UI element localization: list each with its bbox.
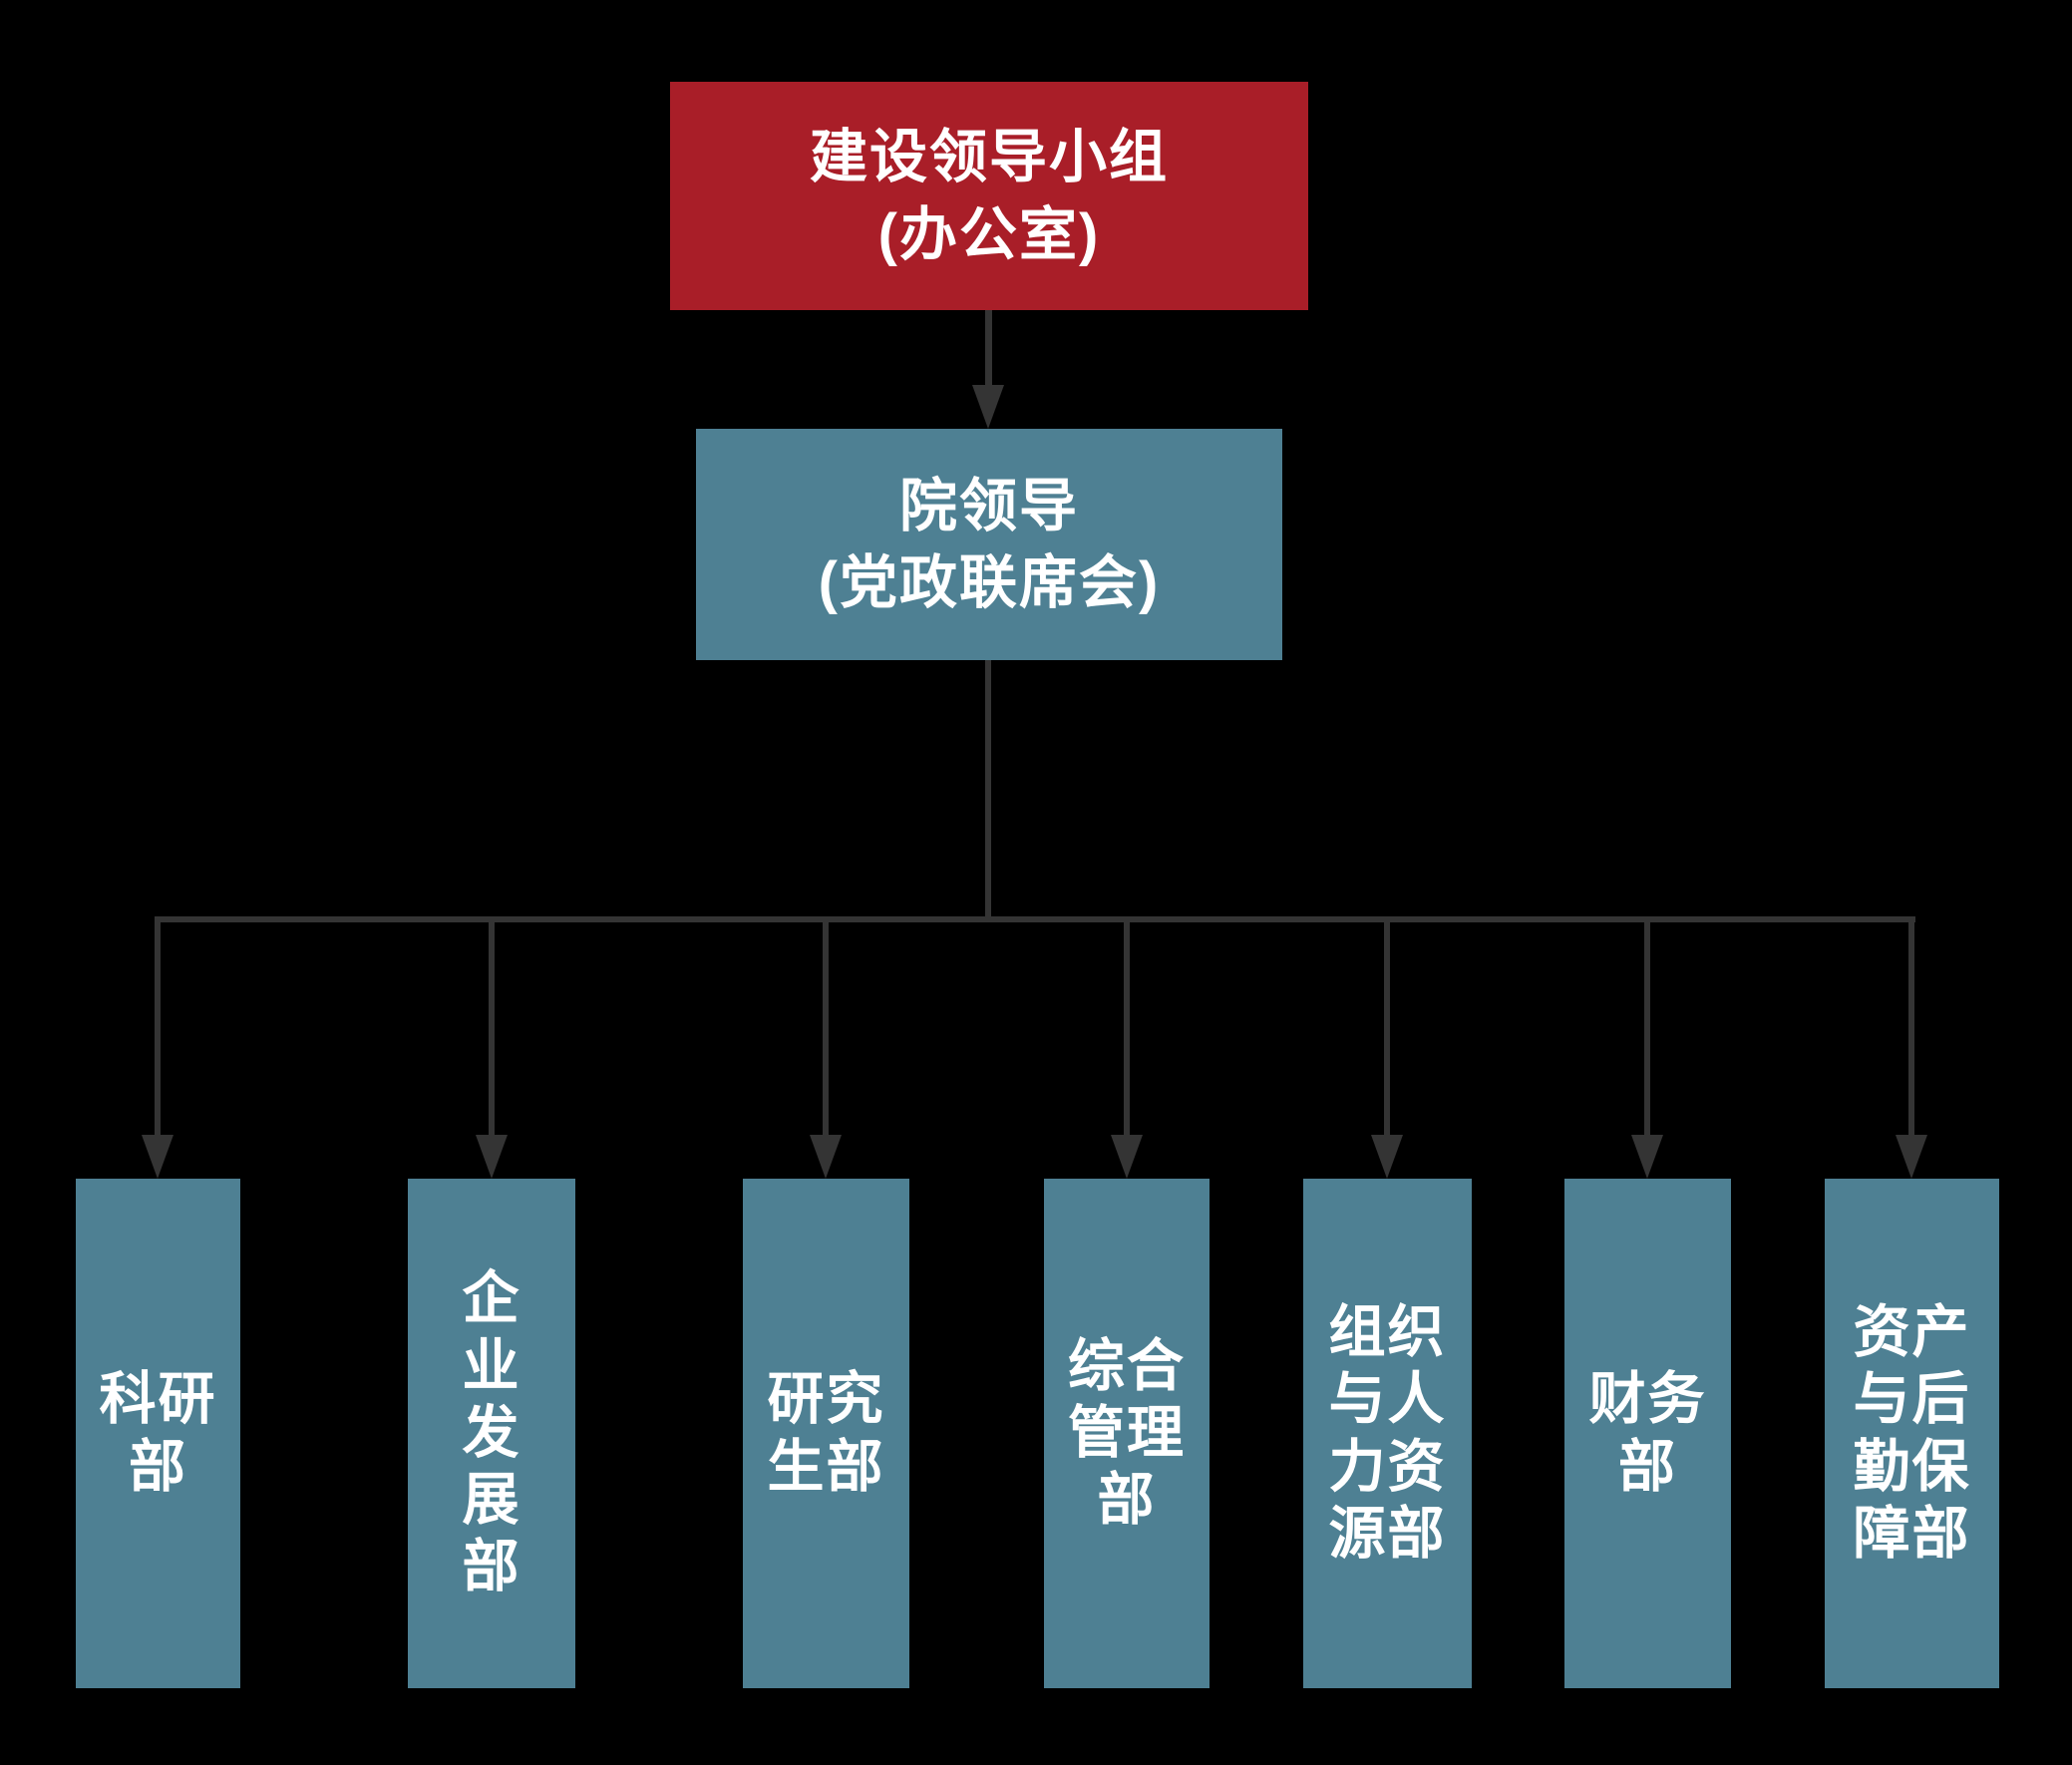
connector-drop-5 [1384, 916, 1390, 1139]
department-box-1-label: 科研 部 [99, 1367, 217, 1499]
arrowhead-icon [1896, 1135, 1927, 1179]
department-box-7: 资产 与后 勤保 障部 [1825, 1179, 1999, 1688]
connector-drop-4 [1124, 916, 1130, 1139]
department-box-4-label: 综合 管理 部 [1068, 1333, 1186, 1533]
leadership-box-label: 院领导 (党政联席会) [818, 473, 1161, 615]
department-box-6: 财务 部 [1564, 1179, 1731, 1688]
connector-drop-7 [1908, 916, 1914, 1139]
department-box-4: 综合 管理 部 [1044, 1179, 1209, 1688]
arrowhead-icon [1631, 1135, 1663, 1179]
connector-root-to-leadership [985, 310, 992, 388]
arrowhead-icon [810, 1135, 842, 1179]
arrowhead-icon [1371, 1135, 1403, 1179]
department-box-3-label: 研究 生部 [767, 1367, 885, 1499]
root-box-label: 建设领导小组 (办公室) [809, 125, 1169, 267]
arrowhead-icon [476, 1135, 508, 1179]
department-box-2: 企 业 发 展 部 [408, 1179, 575, 1688]
department-box-3: 研究 生部 [743, 1179, 909, 1688]
connector-drop-3 [823, 916, 829, 1139]
connector-rail [155, 916, 1915, 922]
arrowhead-icon [972, 385, 1004, 429]
connector-drop-6 [1644, 916, 1650, 1139]
leadership-box: 院领导 (党政联席会) [696, 429, 1282, 660]
department-box-5-label: 组织 与人 力资 源部 [1328, 1300, 1447, 1566]
department-box-2-label: 企 业 发 展 部 [462, 1266, 521, 1599]
connector-drop-2 [489, 916, 495, 1139]
connector-leadership-to-rail [985, 660, 991, 919]
arrowhead-icon [1111, 1135, 1143, 1179]
arrowhead-icon [142, 1135, 173, 1179]
root-box: 建设领导小组 (办公室) [670, 82, 1308, 310]
department-box-1: 科研 部 [76, 1179, 240, 1688]
department-box-6-label: 财务 部 [1588, 1367, 1707, 1499]
department-box-5: 组织 与人 力资 源部 [1303, 1179, 1472, 1688]
connector-drop-1 [155, 916, 161, 1139]
department-box-7-label: 资产 与后 勤保 障部 [1853, 1300, 1971, 1566]
